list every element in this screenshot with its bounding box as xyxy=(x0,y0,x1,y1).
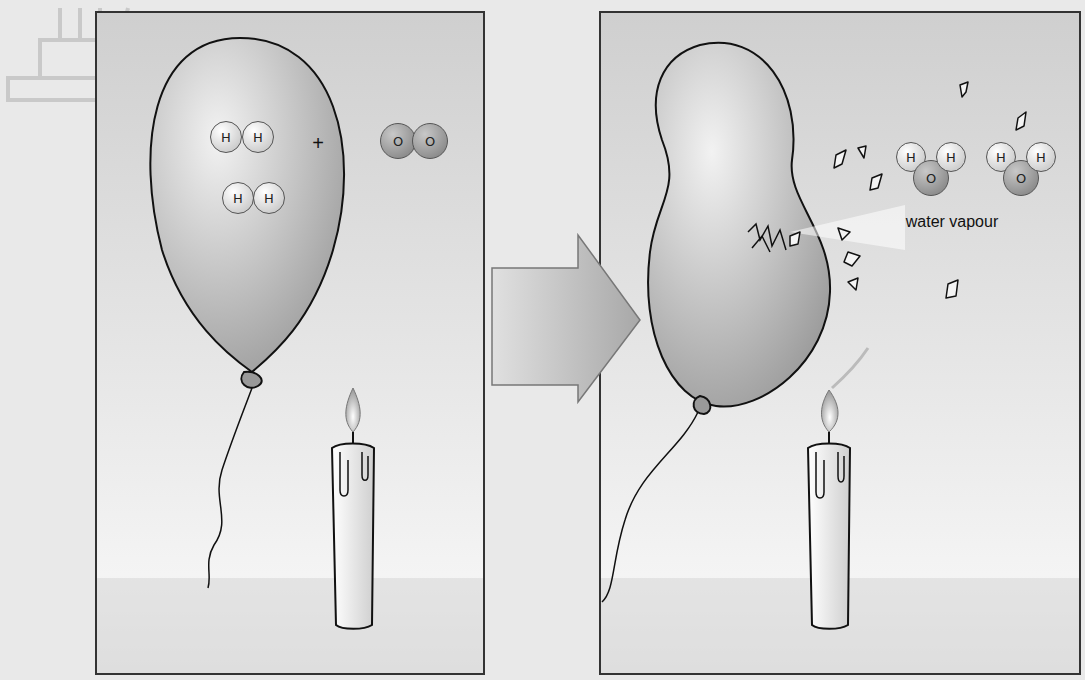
atom-circle: H xyxy=(222,182,254,214)
process-arrow xyxy=(492,235,640,402)
atom-symbol: H xyxy=(946,151,956,164)
burst-balloon xyxy=(602,43,905,602)
atom-symbol: H xyxy=(233,192,243,205)
atom-circle: O xyxy=(412,123,448,159)
atom-circle: H xyxy=(936,142,966,172)
plus-sign: + xyxy=(312,132,324,154)
left-panel xyxy=(96,12,484,674)
atom-symbol: H xyxy=(221,131,231,144)
atom-symbol: O xyxy=(425,135,435,148)
atom-symbol: O xyxy=(926,172,936,185)
atom-symbol: H xyxy=(906,151,916,164)
candle xyxy=(332,388,374,629)
atom-circle: O xyxy=(380,123,416,159)
atom-symbol: H xyxy=(264,192,274,205)
right-panel xyxy=(600,12,1080,674)
atom-symbol: H xyxy=(253,131,263,144)
atom-circle: H xyxy=(242,121,274,153)
atom-circle: H xyxy=(1026,142,1056,172)
atom-circle: H xyxy=(253,182,285,214)
atom-symbol: H xyxy=(1036,151,1046,164)
sparks xyxy=(790,82,1026,298)
atom-symbol: O xyxy=(393,135,403,148)
hydrogen-balloon xyxy=(150,38,344,588)
atom-symbol: H xyxy=(996,151,1006,164)
annotation-label: water vapour xyxy=(906,213,999,231)
atom-symbol: O xyxy=(1016,172,1026,185)
atom-circle: H xyxy=(210,121,242,153)
candle xyxy=(808,348,868,629)
